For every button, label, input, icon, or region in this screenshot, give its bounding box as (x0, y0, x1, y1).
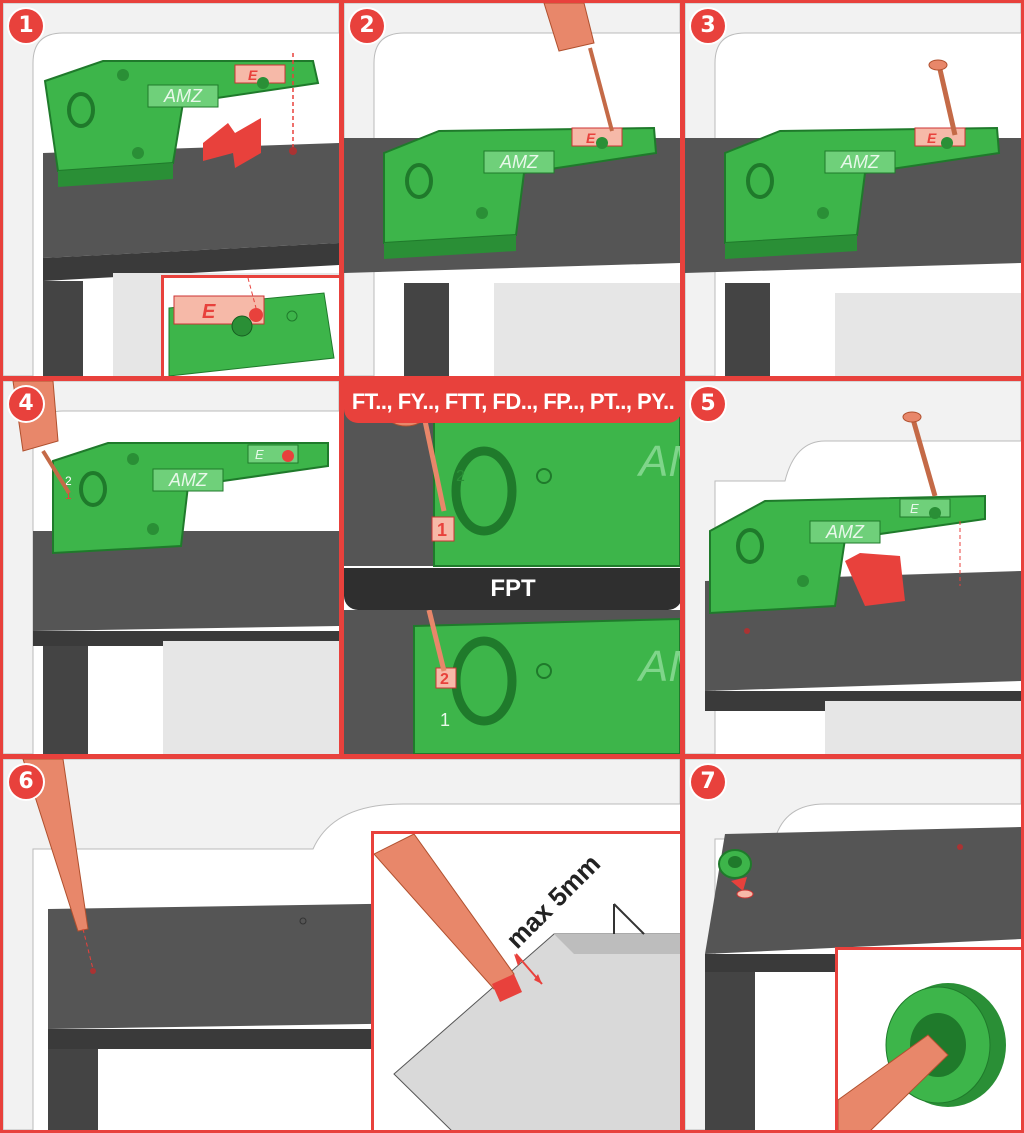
marker-e: E (255, 447, 264, 462)
step-6-panel: 6 max 5mm (3, 759, 680, 1130)
step-badge: 2 (350, 9, 384, 43)
detail-inset-1: E (161, 275, 339, 376)
step-badge: 5 (691, 387, 725, 421)
variant-fpt-banner: FPT (344, 568, 680, 610)
marker-e: E (248, 67, 258, 83)
variant-plate-label: AMZ (636, 437, 680, 486)
marker-e: E (586, 130, 596, 146)
step-5-panel: AMZ E 5 (685, 381, 1021, 754)
plate-label: AMZ (825, 522, 865, 542)
detail-inset-6: max 5mm (371, 831, 680, 1130)
step-2-panel: AMZ E 2 (344, 3, 680, 376)
plate-label: AMZ (840, 152, 880, 172)
step-1-panel: AMZ E 1 E (3, 3, 339, 376)
variant-fpt-hole-1: 1 (440, 710, 450, 730)
variants-panel: AMZ 1 2 AMZ 2 1 FT.., FY.., FTT, FD.., F… (344, 381, 680, 754)
step-badge: 3 (691, 9, 725, 43)
step-3-illustration: AMZ E (685, 3, 1021, 376)
marker-e: E (927, 130, 937, 146)
step-2-illustration: AMZ E (344, 3, 680, 376)
step-4-panel: AMZ E 1 2 4 (3, 381, 339, 754)
variant-hole-2: 2 (456, 468, 465, 485)
marker-e: E (910, 501, 919, 516)
variant-fpt-hole-2: 2 (440, 671, 449, 688)
variant-models-banner: FT.., FY.., FTT, FD.., FP.., PT.., PY.. (344, 381, 680, 423)
step-5-illustration: AMZ E (685, 381, 1021, 754)
detail-marker-e: E (202, 301, 216, 323)
step-badge: 1 (9, 9, 43, 43)
step-badge: 6 (9, 765, 43, 799)
variant-hole-1: 1 (437, 520, 447, 540)
screw (939, 65, 955, 135)
step-7-panel: 7 (685, 759, 1021, 1130)
step-3-panel: AMZ E 3 (685, 3, 1021, 376)
step-4-illustration: AMZ E 1 2 (3, 381, 339, 754)
step-badge: 7 (691, 765, 725, 799)
plate-label: AMZ (168, 470, 208, 490)
plate-label: AMZ (499, 152, 539, 172)
step-badge: 4 (9, 387, 43, 421)
detail-inset-7 (835, 947, 1021, 1130)
plate-label: AMZ (163, 86, 203, 106)
variant-plate-label-fpt: AMZ (636, 642, 680, 691)
